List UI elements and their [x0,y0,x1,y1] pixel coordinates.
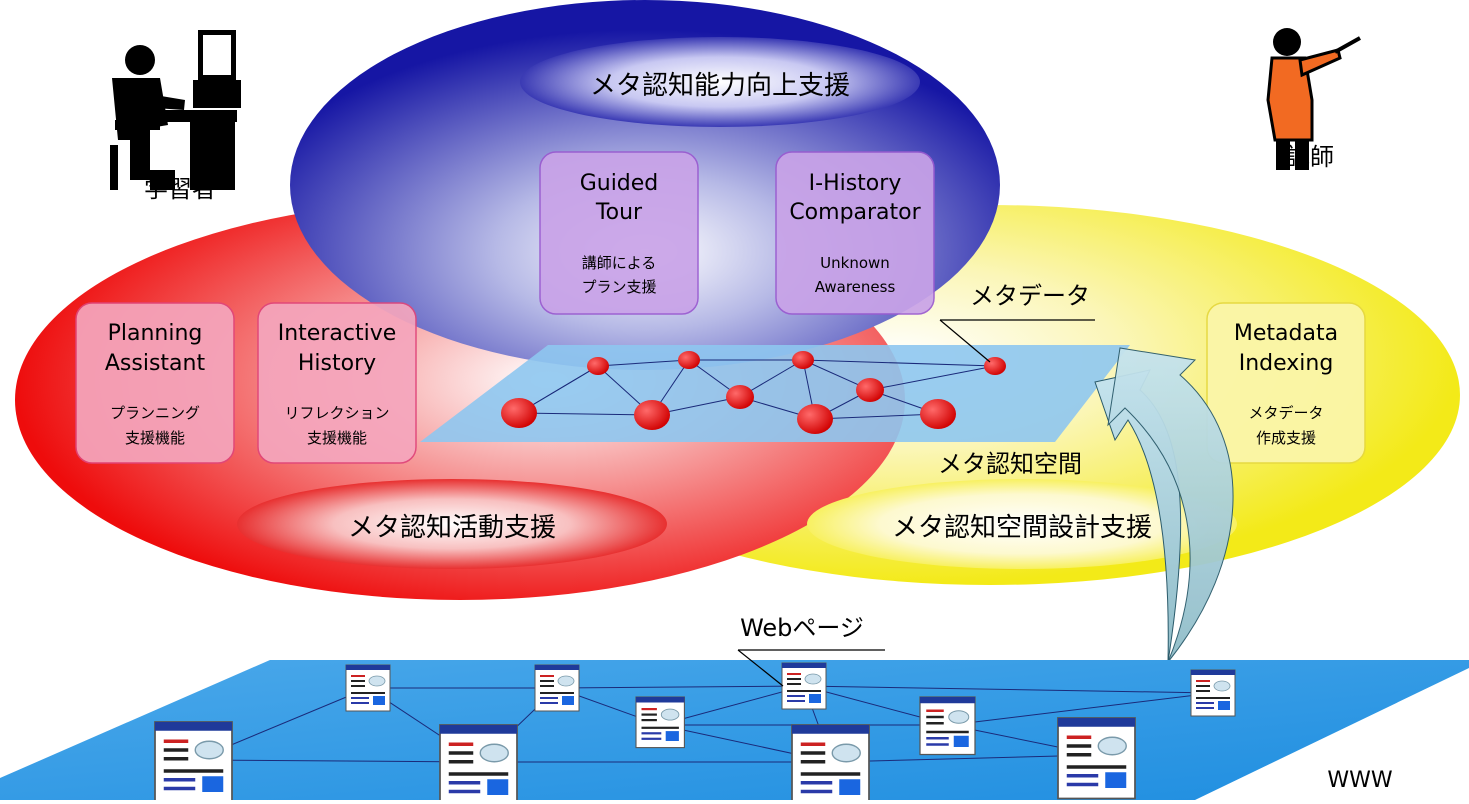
guided-tour-title-1: Guided [580,171,659,196]
i-history-comparator-box: I-History Comparator Unknown Awareness [775,151,935,315]
web-page-icon [635,696,685,749]
learner-icon [110,30,241,190]
i-history-sub-1: Unknown [820,254,890,272]
meta-network-nodes [501,351,1006,434]
interactive-title-1: Interactive [278,321,397,346]
webpage-callout-pointer [737,649,784,687]
www-label: WWW [1327,768,1393,793]
guided-tour-sub-1: 講師による [582,254,657,272]
meta-node [792,351,814,369]
blue-circle-title: メタ認知能力向上支援 [590,71,850,101]
web-page-icon [1190,669,1236,717]
metadata-callout-pointer [939,319,991,363]
web-page-icon [919,696,976,756]
metadata-label: メタデータ [970,282,1090,310]
web-page-icon [781,662,827,710]
guided-tour-title-2: Tour [595,200,643,225]
curved-arrow-body [1107,347,1234,663]
blue-title-ellipse [520,37,920,127]
web-page-icon [439,724,518,804]
learner-label: 学習者 [144,175,216,203]
meta-node [726,385,754,409]
instructor-icon [1266,28,1361,170]
red-circle-title: メタ認知活動支援 [348,513,556,543]
metadata-indexing-box: Metadata Indexing メタデータ 作成支援 [1206,302,1366,464]
web-page-icon [1057,717,1136,800]
web-page-icon [345,664,391,712]
meta-node [856,378,884,402]
meta-node [797,404,833,434]
metadata-indexing-title-1: Metadata [1234,321,1338,346]
yellow-title-ellipse [807,479,1237,569]
meta-space-label: メタ認知空間 [938,450,1082,478]
web-page-icon [154,721,233,804]
web-page-icon [791,724,870,804]
meta-node [920,399,956,429]
meta-node [587,357,609,375]
planning-assistant-box: Planning Assistant プランニング 支援機能 [75,302,235,464]
metadata-indexing-sub-2: 作成支援 [1256,429,1316,447]
red-title-ellipse [237,479,667,569]
i-history-title-2: Comparator [789,200,921,225]
web-page-icon [534,664,580,712]
guided-tour-sub-2: プラン支援 [581,278,656,296]
i-history-title-1: I-History [809,171,902,196]
metadata-indexing-sub-1: メタデータ [1248,404,1323,422]
interactive-sub-1: リフレクション [284,404,389,422]
guided-tour-box: Guided Tour 講師による プラン支援 [539,151,699,315]
planning-title-2: Assistant [105,351,206,376]
interactive-sub-2: 支援機能 [307,429,367,447]
metadata-indexing-title-2: Indexing [1239,351,1334,376]
planning-sub-2: 支援機能 [125,429,185,447]
meta-node [678,351,700,369]
meta-node [501,398,537,428]
i-history-sub-2: Awareness [815,278,896,296]
meta-node [634,400,670,430]
interactive-title-2: History [298,351,376,376]
web-page-label: Webページ [740,614,864,642]
planning-title-1: Planning [108,321,203,346]
planning-sub-1: プランニング [110,404,200,422]
interactive-history-box: Interactive History リフレクション 支援機能 [257,302,417,464]
instructor-label: 講師 [1286,143,1334,171]
yellow-circle-title: メタ認知空間設計支援 [892,513,1152,543]
